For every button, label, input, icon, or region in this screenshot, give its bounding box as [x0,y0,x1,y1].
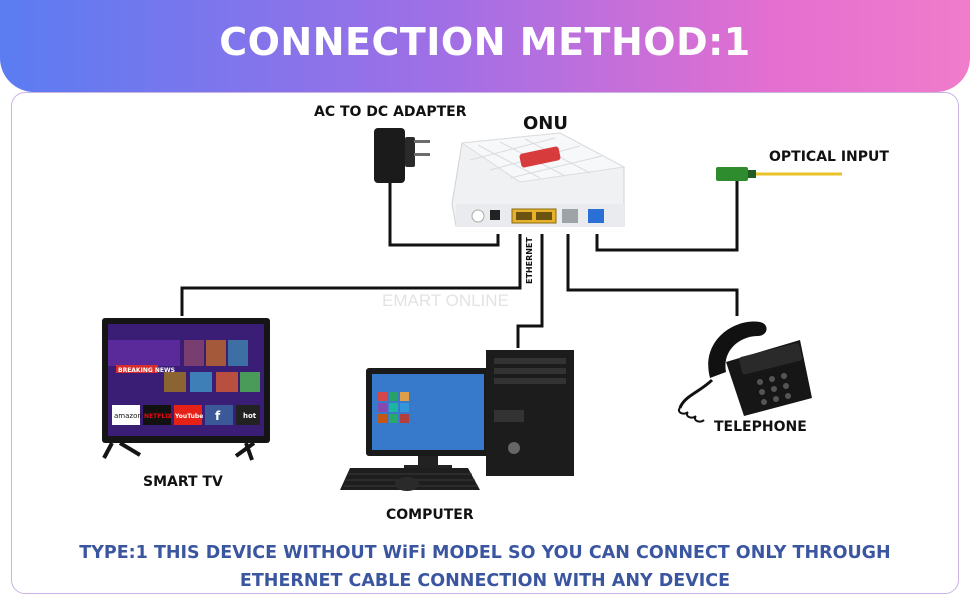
caption-line-1: TYPE:1 THIS DEVICE WITHOUT WiFi MODEL SO… [79,543,891,563]
phone-cable [566,234,739,316]
tv-app-youtube: YouTube [174,413,203,420]
caption: TYPE:1 THIS DEVICE WITHOUT WiFi MODEL SO… [40,539,930,595]
title-banner [0,0,970,92]
onu-label: ONU [523,113,568,134]
optical-input-label: OPTICAL INPUT [769,149,889,165]
smart-tv-icon: BREAKING NEWS amazon NETFLIX YouTube f h… [102,318,270,461]
adapter-icon [374,128,430,183]
tv-app-amazon: amazon [114,412,142,420]
computer-ethernet-cable [516,234,544,348]
adapter-label: AC TO DC ADAPTER [314,104,467,120]
tv-breaking-label: BREAKING NEWS [118,367,175,374]
optical-connector-icon [716,167,842,181]
watermark: EMART ONLINE [382,291,509,310]
computer-label: COMPUTER [386,507,474,523]
telephone-icon [678,321,812,423]
page-title: CONNECTION METHOD:1 [219,20,751,64]
onu-router-icon [451,132,626,227]
ethernet-label: ETHERNET [525,237,534,284]
tv-app-hot: hot [243,412,257,420]
tv-ethernet-cable [180,234,522,316]
computer-icon [340,350,574,491]
power-cable [388,183,500,247]
cables [180,172,739,348]
caption-line-2: ETHERNET CABLE CONNECTION WITH ANY DEVIC… [239,571,731,591]
tv-app-facebook: f [215,409,221,423]
tv-app-netflix: NETFLIX [144,413,172,420]
smart-tv-label: SMART TV [143,474,223,490]
telephone-label: TELEPHONE [714,419,807,435]
